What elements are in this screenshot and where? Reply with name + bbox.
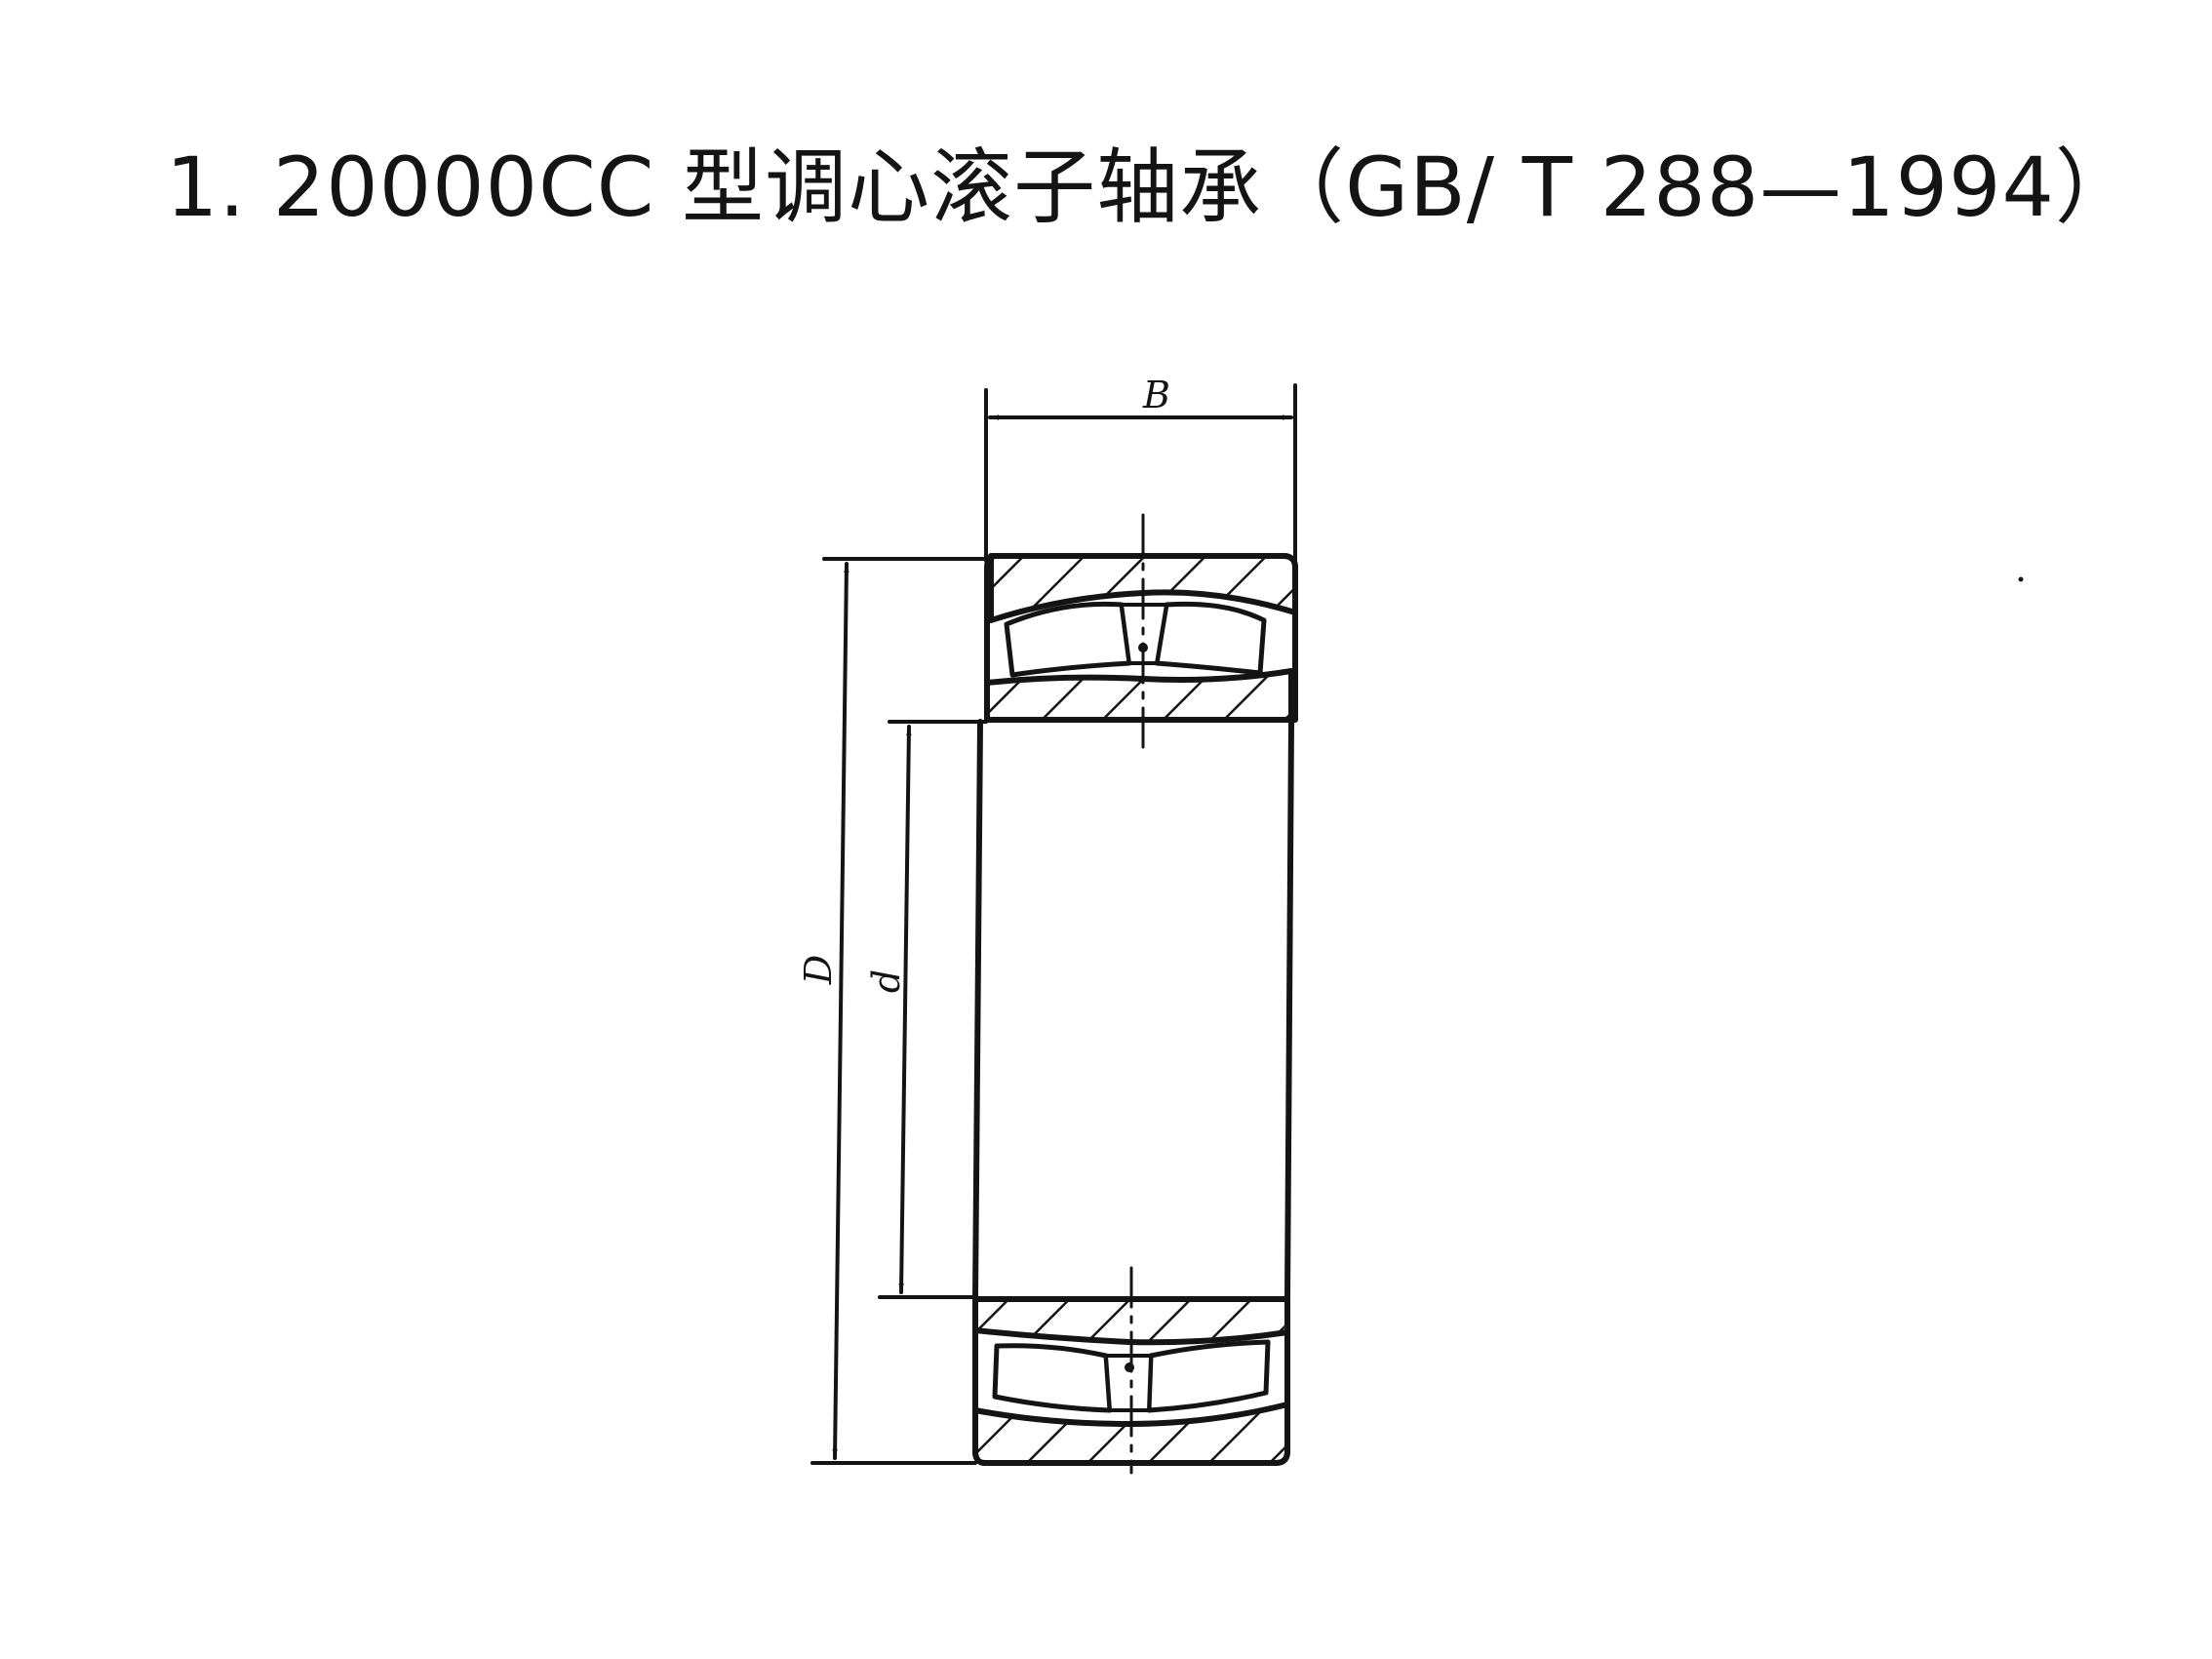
outer-diameter-dimension-line (832, 562, 849, 1460)
lower-right-roller (1146, 1339, 1271, 1413)
bore-right-line (1284, 719, 1294, 1300)
bore-left-line (972, 719, 983, 1300)
outer-diameter-dimension (810, 557, 988, 1465)
scan-speck (2018, 576, 2024, 582)
bore-dimension (878, 720, 988, 1299)
lower-left-roller (992, 1343, 1113, 1413)
bore-symbol: d (865, 969, 908, 993)
upper-right-roller (1154, 601, 1267, 676)
upper-bearing-section (984, 513, 1298, 753)
lower-cage (1104, 1354, 1153, 1412)
lower-section-outline (972, 1296, 1290, 1466)
upper-left-roller (1004, 601, 1132, 678)
lower-bearing-section (972, 1266, 1290, 1475)
outer-diameter-symbol: D (797, 955, 840, 985)
width-symbol: B (1142, 374, 1170, 416)
upper-inner-ring (984, 668, 1294, 723)
width-dimension (984, 383, 1297, 563)
page-title: 1. 20000CC 型调心滚子轴承（GB/ T 288—1994） (166, 139, 2138, 235)
bore-dimension-line (898, 725, 912, 1294)
upper-section-outline (984, 553, 1298, 723)
